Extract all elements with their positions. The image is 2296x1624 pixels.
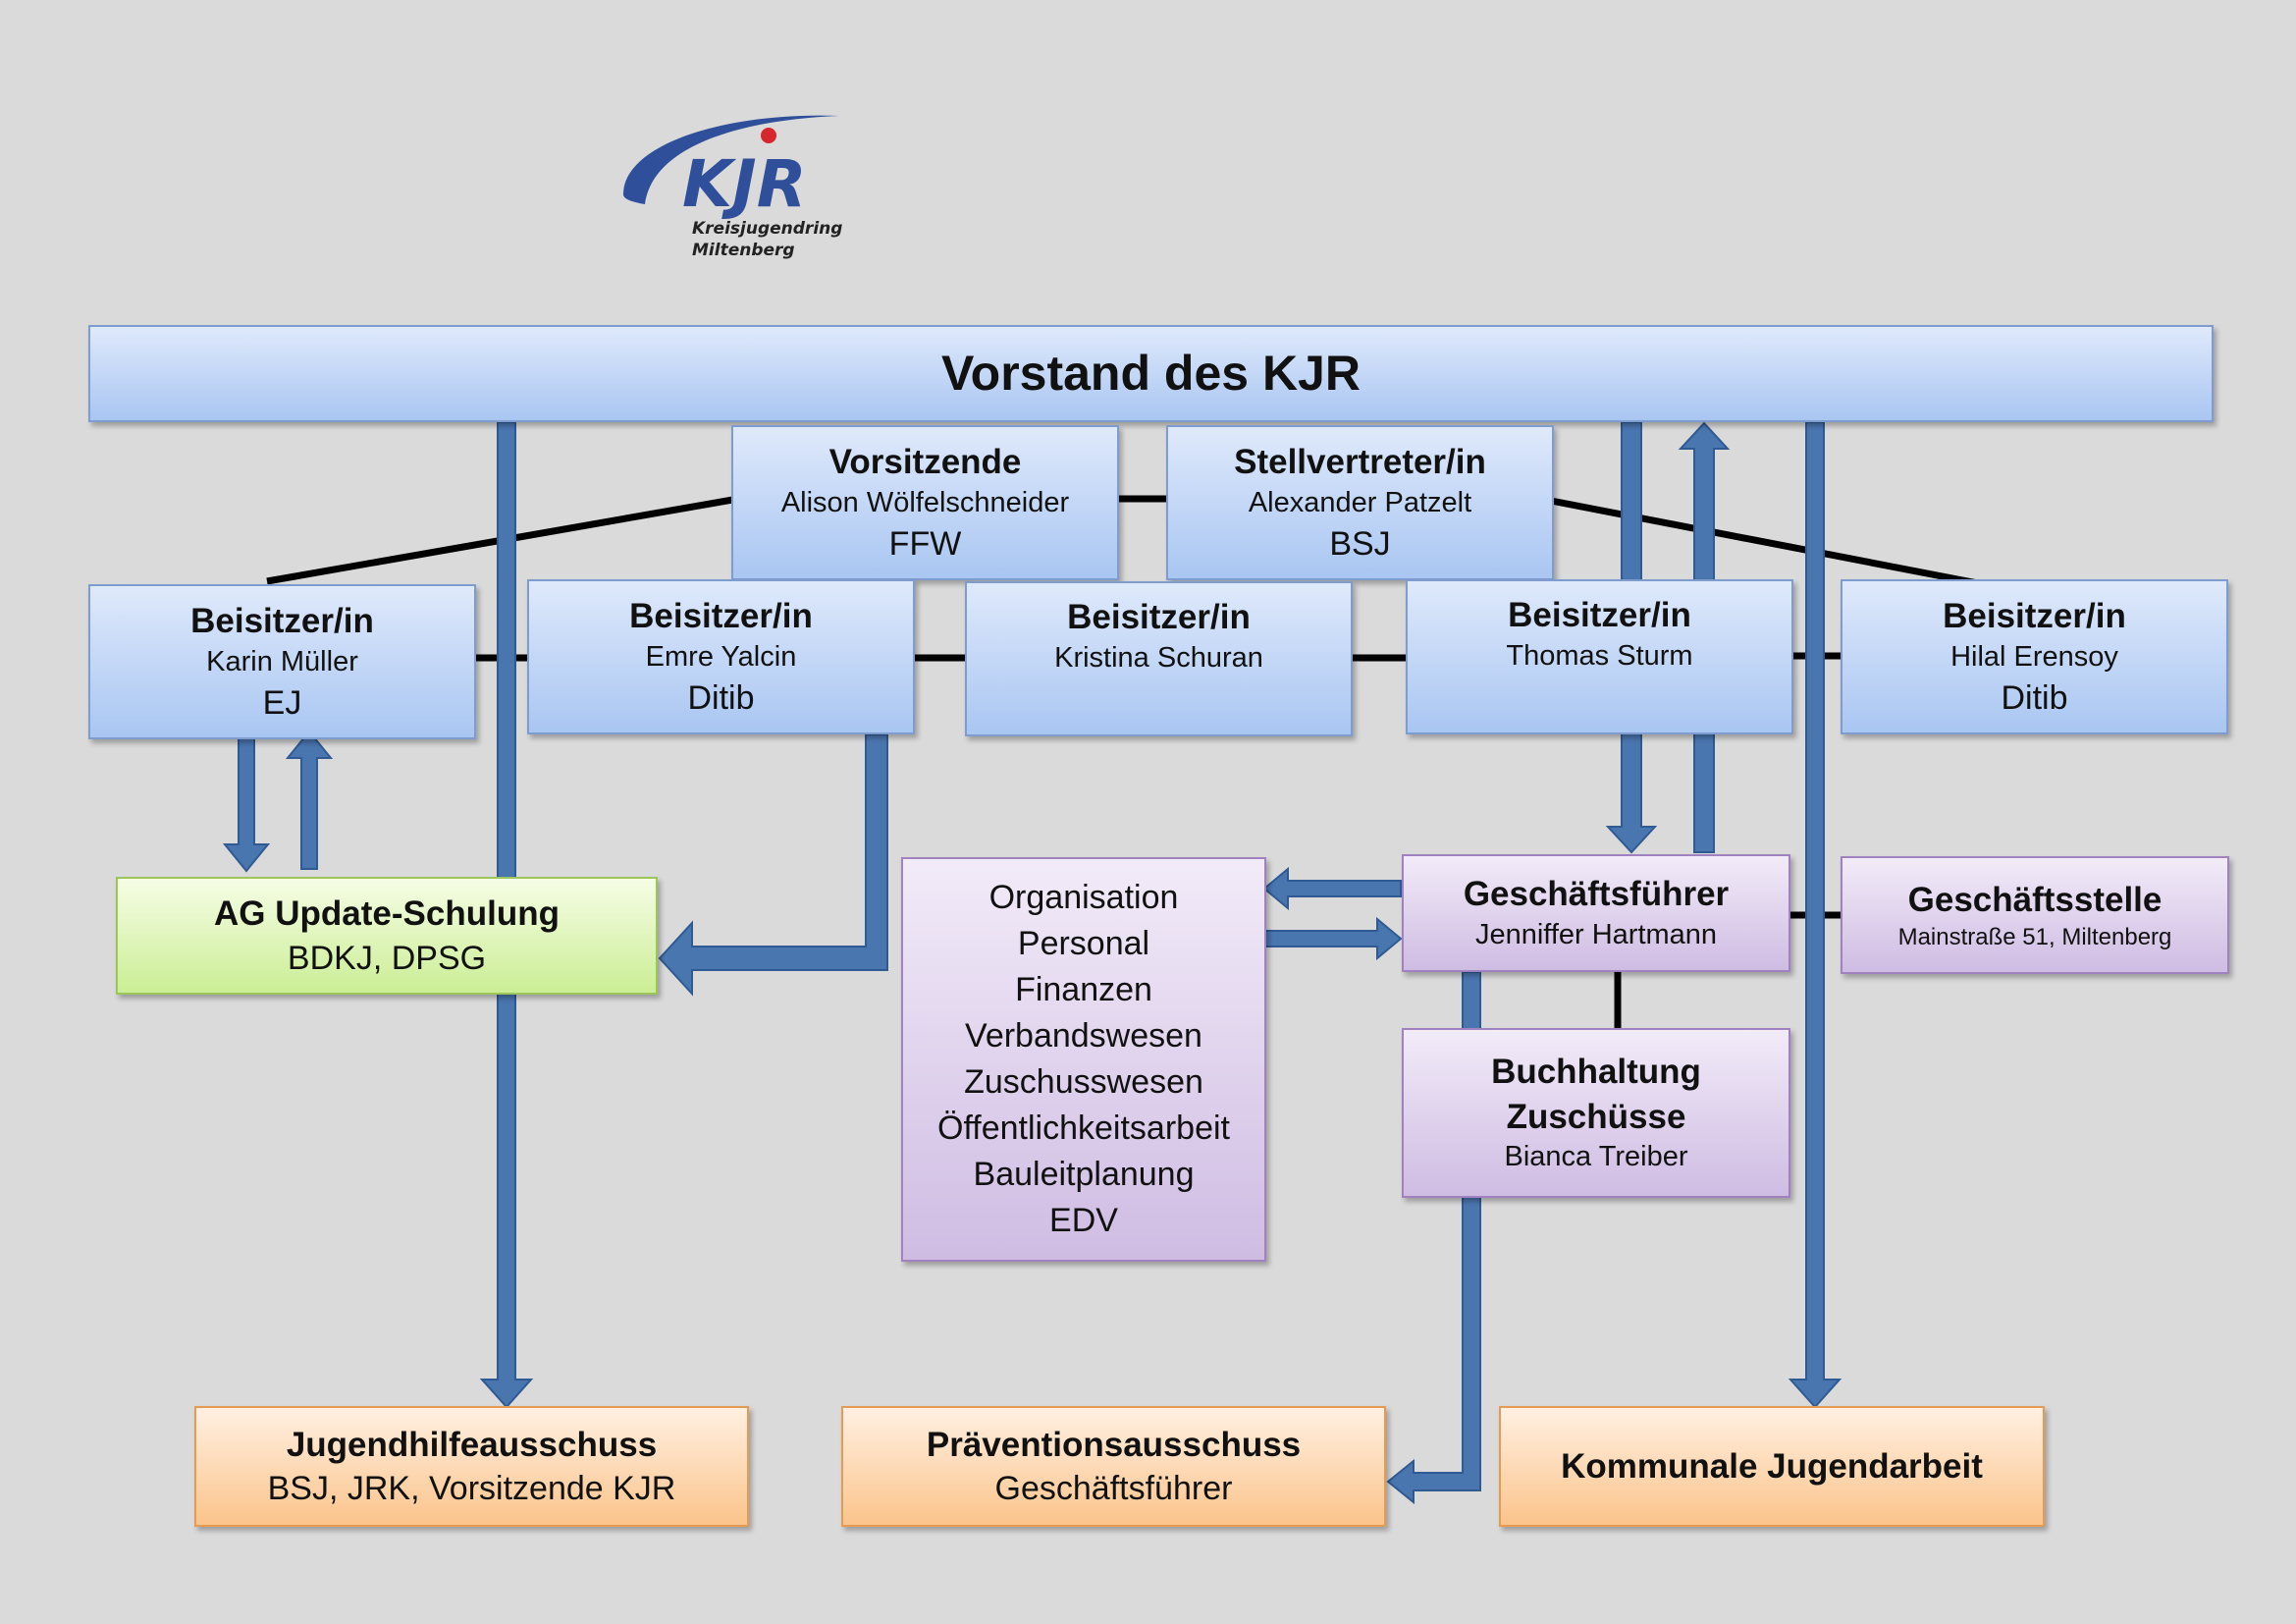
beisitzer-org: Ditib — [687, 678, 755, 717]
geschaeftsstelle-address: Mainstraße 51, Miltenberg — [1897, 924, 2172, 951]
arrow-gf-to-aufgaben — [1262, 866, 1402, 911]
buchhaltung-title: Buchhaltung — [1491, 1053, 1701, 1092]
praeventionsausschuss-members: Geschäftsführer — [994, 1470, 1233, 1508]
vorsitzende-name: Alison Wölfelschneider — [780, 486, 1070, 518]
geschaeftsstelle-title: Geschäftsstelle — [1907, 880, 2163, 919]
kjr-logo: KJR — [623, 115, 839, 222]
logo-line2: Miltenberg — [692, 241, 795, 261]
jugendhilfeausschuss-box: Jugendhilfeausschuss BSJ, JRK, Vorsitzen… — [194, 1406, 749, 1527]
stellvertreter-name: Alexander Patzelt — [1248, 486, 1472, 518]
beisitzer-title: Beisitzer/in — [629, 597, 813, 636]
buchhaltung-name: Bianca Treiber — [1504, 1141, 1688, 1173]
beisitzer-name: Emre Yalcin — [645, 640, 797, 673]
aufgabe-item: Organisation — [988, 879, 1179, 917]
aufgaben-box: Organisation Personal Finanzen Verbandsw… — [901, 857, 1266, 1262]
aufgabe-item: Bauleitplanung — [973, 1155, 1195, 1193]
aufgabe-item: EDV — [1049, 1201, 1118, 1239]
aufgabe-item: Verbandswesen — [965, 1017, 1202, 1056]
beisitzer-box-4: Beisitzer/in Thomas Sturm — [1406, 579, 1793, 734]
stellvertreter-title: Stellvertreter/in — [1234, 443, 1486, 482]
beisitzer-org: Ditib — [2001, 678, 2068, 717]
geschaeftsfuehrer-title: Geschäftsführer — [1463, 875, 1730, 914]
vorsitzende-title: Vorsitzende — [828, 443, 1022, 482]
logo-line1: Kreisjugendring — [692, 219, 843, 239]
beisitzer-name: Thomas Sturm — [1506, 639, 1693, 672]
logo-text: Kreisjugendring Miltenberg — [692, 218, 842, 261]
buchhaltung-box: Buchhaltung Zuschüsse Bianca Treiber — [1402, 1028, 1790, 1198]
beisitzer-name: Hilal Erensoy — [1950, 640, 2118, 673]
ag-update-members: BDKJ, DPSG — [287, 939, 487, 977]
aufgabe-item: Öffentlichkeitsarbeit — [937, 1109, 1230, 1147]
beisitzer-title: Beisitzer/in — [190, 602, 374, 641]
kommunale-jugendarbeit-box: Kommunale Jugendarbeit — [1499, 1406, 2045, 1527]
kommunale-jugendarbeit-title: Kommunale Jugendarbeit — [1561, 1446, 1983, 1486]
logo-dot-icon — [761, 128, 776, 143]
logo-letters: KJR — [682, 146, 807, 222]
beisitzer-title: Beisitzer/in — [1067, 598, 1251, 636]
vorsitzende-box: Vorsitzende Alison Wölfelschneider FFW — [731, 425, 1119, 580]
aufgabe-item: Finanzen — [1015, 971, 1152, 1009]
stellvertreter-box: Stellvertreter/in Alexander Patzelt BSJ — [1166, 425, 1554, 580]
arrow-ag-to-beisitzer1 — [285, 730, 334, 870]
beisitzer-title: Beisitzer/in — [1508, 596, 1691, 634]
geschaeftsstelle-box: Geschäftsstelle Mainstraße 51, Miltenber… — [1841, 856, 2229, 974]
aufgabe-item: Zuschusswesen — [964, 1063, 1203, 1101]
arrow-beisitzer2-to-ag — [658, 733, 888, 997]
connector-stellv-beisitzer5 — [1550, 497, 1979, 587]
praeventionsausschuss-title: Präventionsausschuss — [926, 1425, 1302, 1464]
beisitzer-org: EJ — [262, 683, 302, 722]
geschaeftsfuehrer-name: Jenniffer Hartmann — [1474, 918, 1718, 950]
jugendhilfeausschuss-title: Jugendhilfeausschuss — [286, 1425, 658, 1464]
stellvertreter-org: BSJ — [1329, 524, 1391, 563]
ag-update-box: AG Update-Schulung BDKJ, DPSG — [116, 877, 658, 995]
beisitzer-title: Beisitzer/in — [1943, 597, 2126, 636]
beisitzer-box-1: Beisitzer/in Karin Müller EJ — [88, 584, 476, 739]
vorstand-box: Vorstand des KJR — [88, 325, 2214, 422]
ag-update-title: AG Update-Schulung — [214, 894, 560, 934]
beisitzer-box-2: Beisitzer/in Emre Yalcin Ditib — [527, 579, 915, 734]
vorstand-title: Vorstand des KJR — [941, 346, 1361, 401]
zuschuesse-title: Zuschüsse — [1506, 1097, 1686, 1136]
arrow-vorstand-to-kommunal — [1788, 421, 1842, 1409]
arrow-beisitzer1-to-ag — [222, 735, 271, 873]
aufgabe-item: Personal — [1017, 925, 1150, 963]
jugendhilfeausschuss-members: BSJ, JRK, Vorsitzende KJR — [267, 1470, 676, 1508]
geschaeftsfuehrer-box: Geschäftsführer Jenniffer Hartmann — [1402, 854, 1790, 972]
logo-swoosh-icon — [623, 115, 839, 204]
vorsitzende-org: FFW — [888, 524, 962, 563]
beisitzer-box-5: Beisitzer/in Hilal Erensoy Ditib — [1841, 579, 2228, 734]
arrow-gf-to-praevention — [1386, 971, 1481, 1505]
beisitzer-name: Kristina Schuran — [1054, 641, 1263, 674]
beisitzer-name: Karin Müller — [206, 645, 358, 677]
beisitzer-box-3: Beisitzer/in Kristina Schuran — [965, 581, 1353, 736]
praeventionsausschuss-box: Präventionsausschuss Geschäftsführer — [841, 1406, 1386, 1527]
arrow-aufgaben-to-gf — [1263, 916, 1403, 961]
